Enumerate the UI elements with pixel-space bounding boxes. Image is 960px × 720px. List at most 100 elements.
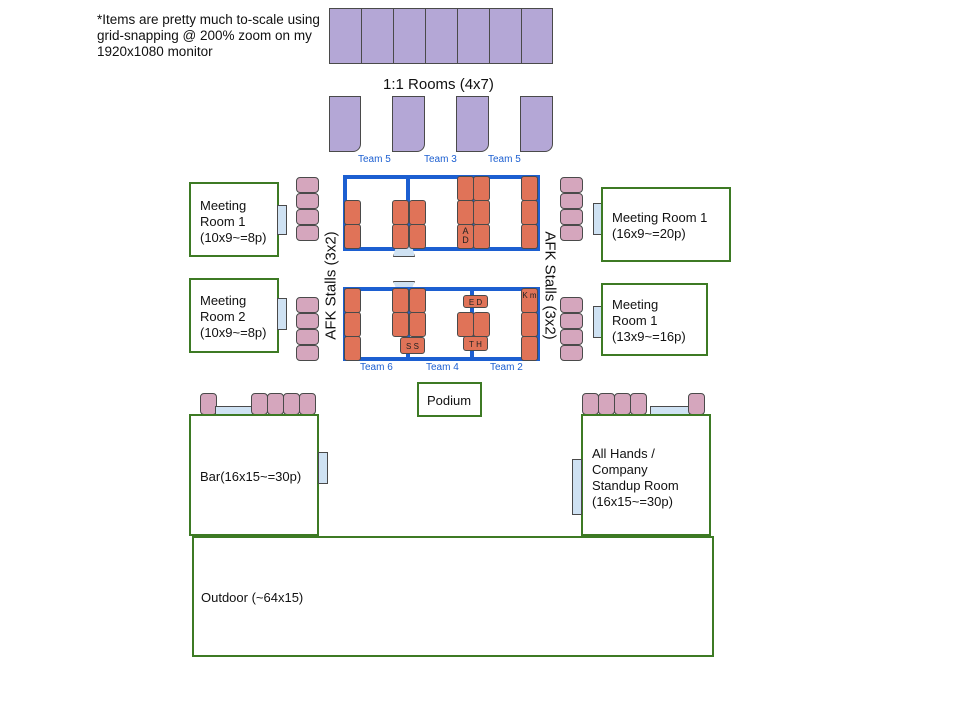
chair xyxy=(614,393,631,415)
one-one-room[interactable] xyxy=(456,96,489,152)
podium[interactable]: Podium xyxy=(417,382,482,417)
seat[interactable] xyxy=(344,224,361,249)
meeting-room-right-2[interactable]: Meeting Room 1 (13x9~=16p) xyxy=(601,283,708,356)
seat[interactable] xyxy=(457,312,474,337)
chair xyxy=(296,225,319,241)
one-one-room[interactable] xyxy=(392,96,425,152)
note-line-1: *Items are pretty much to-scale using xyxy=(97,12,320,27)
meeting-table xyxy=(277,298,287,330)
team-label: Team 6 xyxy=(360,362,393,373)
room-label: Outdoor (~64x15) xyxy=(201,590,304,605)
seat[interactable] xyxy=(344,288,361,313)
chair xyxy=(630,393,647,415)
chair xyxy=(560,297,583,313)
room-label: Meeting Room 1 xyxy=(612,210,708,225)
one-one-room[interactable] xyxy=(457,8,490,64)
room-label: Meeting xyxy=(200,198,247,213)
chair xyxy=(688,393,705,415)
seat[interactable] xyxy=(473,200,490,225)
one-one-room[interactable] xyxy=(520,96,553,152)
stage xyxy=(572,459,582,515)
seat[interactable] xyxy=(392,288,409,313)
room-label: Room 1 xyxy=(612,313,658,328)
chair xyxy=(560,329,583,345)
team-label: Team 5 xyxy=(488,154,521,165)
seat-letters: A D xyxy=(462,226,469,245)
one-one-room[interactable] xyxy=(393,8,426,64)
seat[interactable] xyxy=(457,176,474,201)
chair xyxy=(560,209,583,225)
seat[interactable] xyxy=(521,224,538,249)
one-one-room[interactable] xyxy=(329,96,361,152)
seat[interactable] xyxy=(409,312,426,337)
seat-ed[interactable]: E D xyxy=(463,295,488,308)
afk-stalls-label-left: AFK Stalls (3x2) xyxy=(322,231,340,340)
seat[interactable] xyxy=(473,176,490,201)
seat[interactable] xyxy=(344,336,361,361)
seat-th[interactable]: T H xyxy=(463,336,488,351)
note-line-2: grid-snapping @ 200% zoom on my xyxy=(97,28,312,43)
meeting-room-right-1[interactable]: Meeting Room 1 (16x9~=20p) xyxy=(601,187,731,262)
seat-ss[interactable]: S S xyxy=(400,337,425,354)
seat-letters: H xyxy=(476,340,482,349)
afk-stalls-label-right: AFK Stalls (3x2) xyxy=(541,231,559,340)
seat-ad[interactable]: A D xyxy=(457,224,474,249)
chair xyxy=(560,313,583,329)
meeting-table xyxy=(277,205,287,235)
seat[interactable] xyxy=(344,200,361,225)
seat[interactable] xyxy=(521,176,538,201)
bar-room[interactable]: Bar(16x15~=30p) xyxy=(189,414,319,536)
meeting-room-left-1[interactable]: Meeting Room 1 (10x9~=8p) xyxy=(189,182,279,257)
seat[interactable] xyxy=(473,224,490,249)
one-one-room[interactable] xyxy=(425,8,458,64)
seat[interactable] xyxy=(521,312,538,337)
seat[interactable] xyxy=(392,224,409,249)
team-label: Team 4 xyxy=(426,362,459,373)
chair xyxy=(299,393,316,415)
all-hands-room[interactable]: All Hands / Company Standup Room (16x15~… xyxy=(581,414,711,536)
one-one-rooms-label: 1:1 Rooms (4x7) xyxy=(383,76,494,93)
seat[interactable] xyxy=(521,336,538,361)
room-capacity: (13x9~=16p) xyxy=(612,329,686,344)
room-label: Bar(16x15~=30p) xyxy=(200,469,302,484)
chair xyxy=(560,193,583,209)
seat-km[interactable]: K m xyxy=(521,288,538,313)
team-label: Team 3 xyxy=(424,154,457,165)
room-capacity: (16x9~=20p) xyxy=(612,226,686,241)
chair xyxy=(296,313,319,329)
seat-letters: T xyxy=(469,340,474,349)
chair xyxy=(296,177,319,193)
seat[interactable] xyxy=(409,288,426,313)
podium-label: Podium xyxy=(427,393,472,408)
room-label: Room 2 xyxy=(200,309,246,324)
note-line-3: 1920x1080 monitor xyxy=(97,44,213,59)
seat[interactable] xyxy=(457,200,474,225)
seat[interactable] xyxy=(392,200,409,225)
one-one-room[interactable] xyxy=(361,8,394,64)
meeting-room-left-2[interactable]: Meeting Room 2 (10x9~=8p) xyxy=(189,278,279,353)
room-label: Room 1 xyxy=(200,214,246,229)
seat[interactable] xyxy=(521,200,538,225)
chair xyxy=(598,393,615,415)
chair xyxy=(560,225,583,241)
seat[interactable] xyxy=(344,312,361,337)
team-label: Team 5 xyxy=(358,154,391,165)
room-label: Meeting xyxy=(200,293,247,308)
seat[interactable] xyxy=(409,224,426,249)
one-one-room[interactable] xyxy=(489,8,522,64)
outdoor-area[interactable]: Outdoor (~64x15) xyxy=(192,536,714,657)
chair xyxy=(560,345,583,361)
seat[interactable] xyxy=(473,312,490,337)
chair xyxy=(582,393,599,415)
scale-note: *Items are pretty much to-scale using gr… xyxy=(97,12,337,60)
seat[interactable] xyxy=(392,312,409,337)
chair xyxy=(560,177,583,193)
room-label: Meeting xyxy=(612,297,659,312)
afk-stalls-top xyxy=(343,175,540,251)
one-one-room[interactable] xyxy=(329,8,362,64)
room-label: Company xyxy=(592,462,648,477)
room-capacity: (10x9~=8p) xyxy=(200,325,267,340)
bar-table xyxy=(318,452,328,484)
one-one-room[interactable] xyxy=(521,8,553,64)
seat[interactable] xyxy=(409,200,426,225)
